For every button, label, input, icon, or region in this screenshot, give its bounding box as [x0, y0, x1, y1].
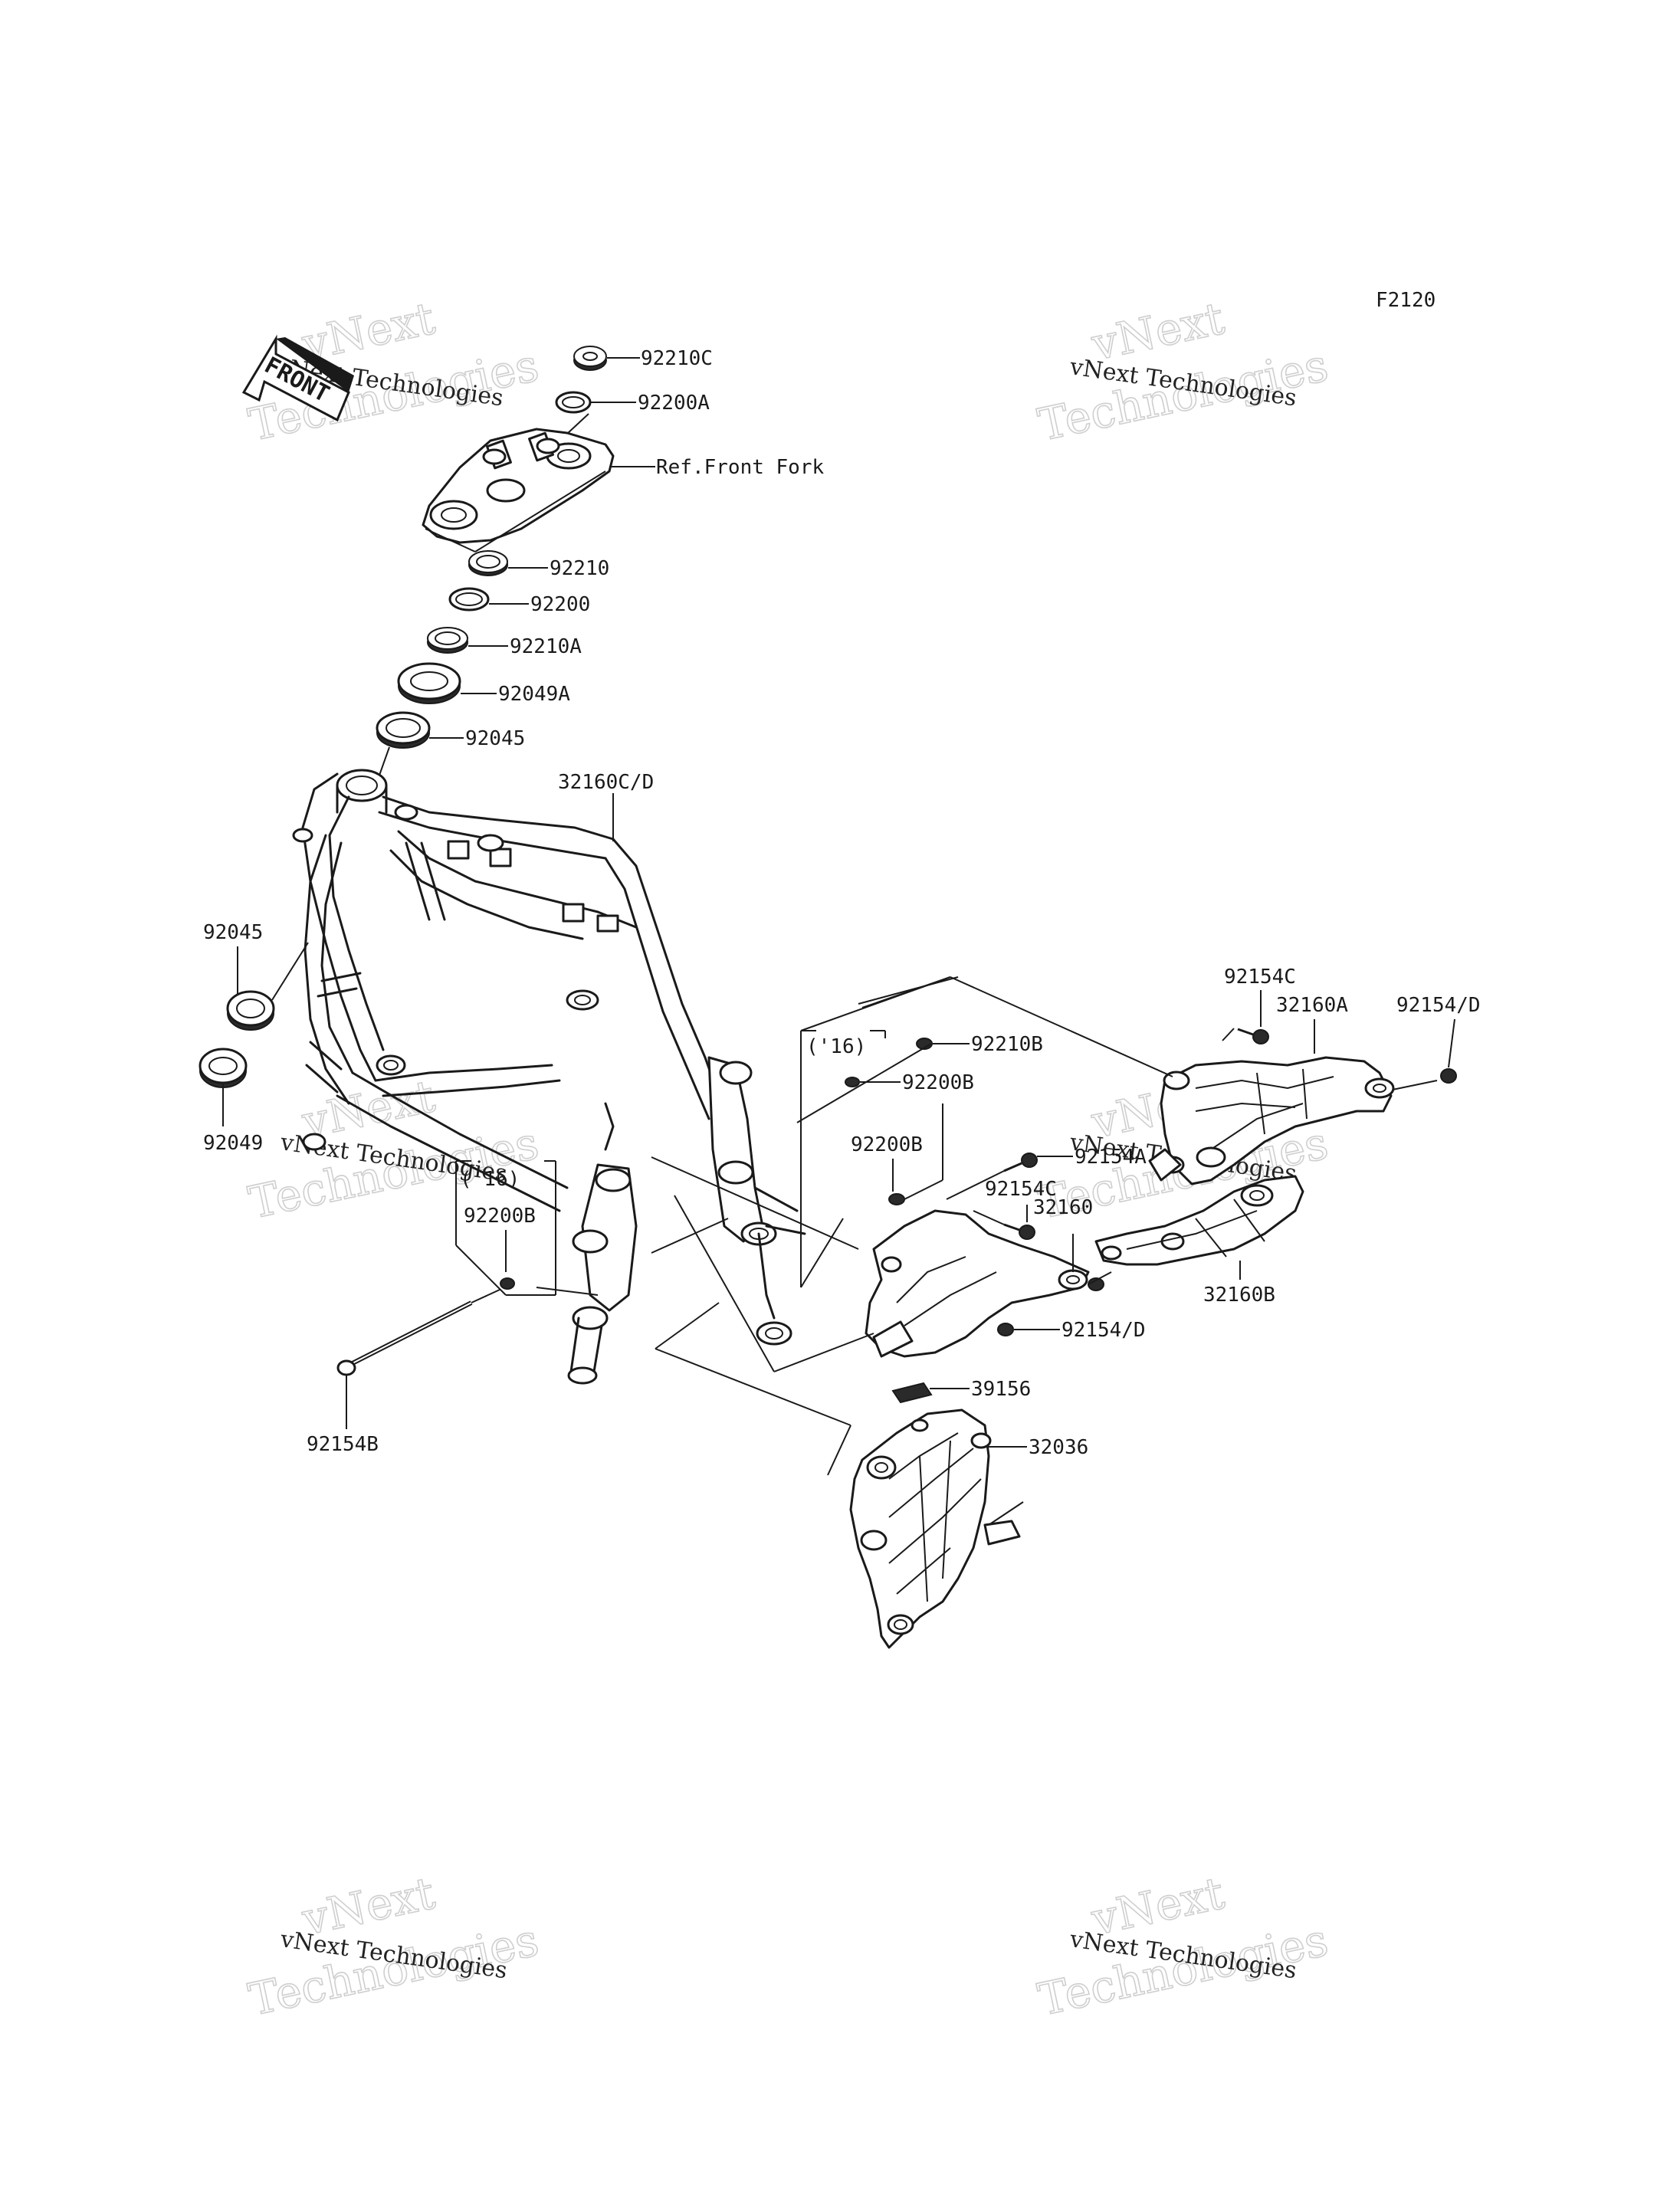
- label-92200A: 92200A: [638, 392, 710, 415]
- engine-bracket-32036: [849, 1408, 1021, 1649]
- label-32160B: 32160B: [1203, 1284, 1275, 1307]
- bearing-92045-top: [376, 711, 431, 749]
- watermark-top-right: vNext Technologies vNext Technologies: [1033, 291, 1333, 451]
- bracket-32160A: [1148, 1056, 1395, 1185]
- label-ref-front-fork: Ref.Front Fork: [656, 456, 824, 479]
- seal-92049-left: [199, 1048, 248, 1088]
- long-bolt-92154B: [336, 1300, 473, 1376]
- seal-92049A: [397, 662, 461, 704]
- label-92154B: 92154B: [307, 1433, 379, 1456]
- label-92049A: 92049A: [498, 683, 570, 706]
- label-92045-top: 92045: [465, 727, 525, 750]
- label-plate-39156: [891, 1382, 933, 1404]
- label-92200B-a: 92200B: [902, 1071, 974, 1094]
- washer-92200A: [555, 391, 592, 414]
- label-16-year-b: ('16): [460, 1168, 520, 1191]
- upper-triple-clamp: [422, 413, 615, 553]
- label-92154C-mid: 92154C: [985, 1178, 1057, 1201]
- label-39156: 39156: [971, 1378, 1031, 1401]
- washer-92200B-a: [845, 1077, 860, 1087]
- label-92154D-mid: 92154/D: [1061, 1319, 1146, 1342]
- bolt-92154A: [1003, 1153, 1038, 1172]
- label-92045-left: 92045: [203, 921, 263, 944]
- label-32160CD: 32160C/D: [558, 771, 654, 794]
- bolt-92154C-right: [1237, 1028, 1269, 1044]
- label-92154A: 92154A: [1075, 1146, 1147, 1169]
- label-92210: 92210: [550, 557, 609, 580]
- label-92049-left: 92049: [203, 1132, 263, 1155]
- bearing-92045-left: [226, 990, 275, 1031]
- label-92210A: 92210A: [510, 635, 582, 658]
- washer-92200B-c: [500, 1277, 515, 1290]
- label-92210C: 92210C: [641, 347, 713, 370]
- label-92200B-c: 92200B: [464, 1205, 536, 1228]
- bolt-92154C-mid: [1003, 1223, 1035, 1240]
- nut-92210C: [573, 346, 607, 371]
- washer-92200: [448, 587, 490, 612]
- label-92210B: 92210B: [971, 1033, 1043, 1056]
- bracket-32160B: [1094, 1175, 1304, 1266]
- watermark-bottom-left: vNext Technologies vNext Technologies: [244, 1866, 543, 2026]
- label-32036: 32036: [1029, 1436, 1088, 1459]
- front-arrow-icon: FRONT: [241, 334, 354, 422]
- main-frame-32160CD: [292, 769, 806, 1385]
- label-92154C-right: 92154C: [1224, 966, 1296, 989]
- bracket-32160: [865, 1209, 1104, 1358]
- label-92200: 92200: [530, 593, 590, 616]
- bolt-92154D-mid: [997, 1323, 1014, 1336]
- label-16-year-a: ('16): [806, 1035, 866, 1058]
- label-32160A: 32160A: [1276, 994, 1348, 1017]
- diagram-code: F2120: [1376, 289, 1436, 312]
- bolt-92154D-right: [1440, 1068, 1457, 1084]
- label-92200B-b: 92200B: [851, 1133, 923, 1156]
- nut-92210: [468, 550, 508, 576]
- label-32160: 32160: [1033, 1196, 1093, 1219]
- label-92154D-right: 92154/D: [1396, 994, 1481, 1017]
- washer-92200B-b: [888, 1193, 905, 1205]
- nut-92210A: [427, 627, 468, 654]
- watermark-bottom-right: vNext Technologies vNext Technologies: [1033, 1866, 1333, 2026]
